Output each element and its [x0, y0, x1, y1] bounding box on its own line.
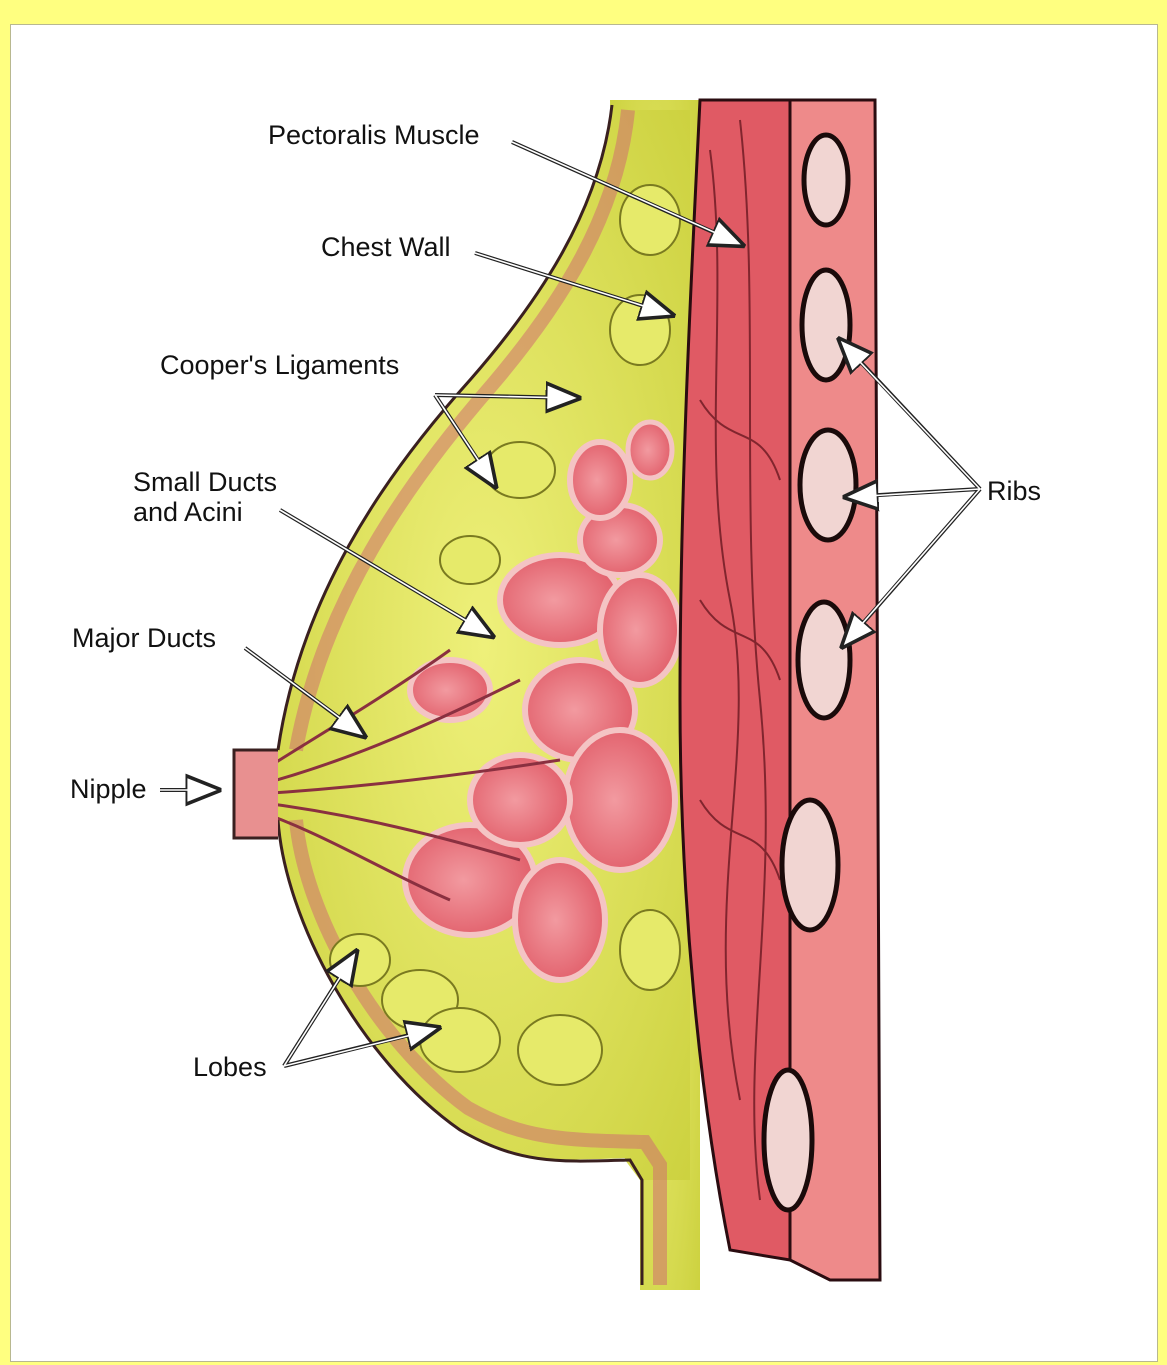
label-nipple: Nipple [70, 774, 147, 805]
label-lobes: Lobes [193, 1052, 267, 1083]
label-coopers-ligaments: Cooper's Ligaments [160, 350, 399, 381]
label-small-ducts-line1: Small Ducts [133, 467, 277, 498]
label-major-ducts: Major Ducts [72, 623, 216, 654]
label-small-ducts-line2: and Acini [133, 497, 243, 528]
label-pectoralis-muscle: Pectoralis Muscle [268, 120, 480, 151]
nipple [234, 750, 278, 838]
label-ribs: Ribs [987, 476, 1041, 507]
label-chest-wall: Chest Wall [321, 232, 451, 263]
